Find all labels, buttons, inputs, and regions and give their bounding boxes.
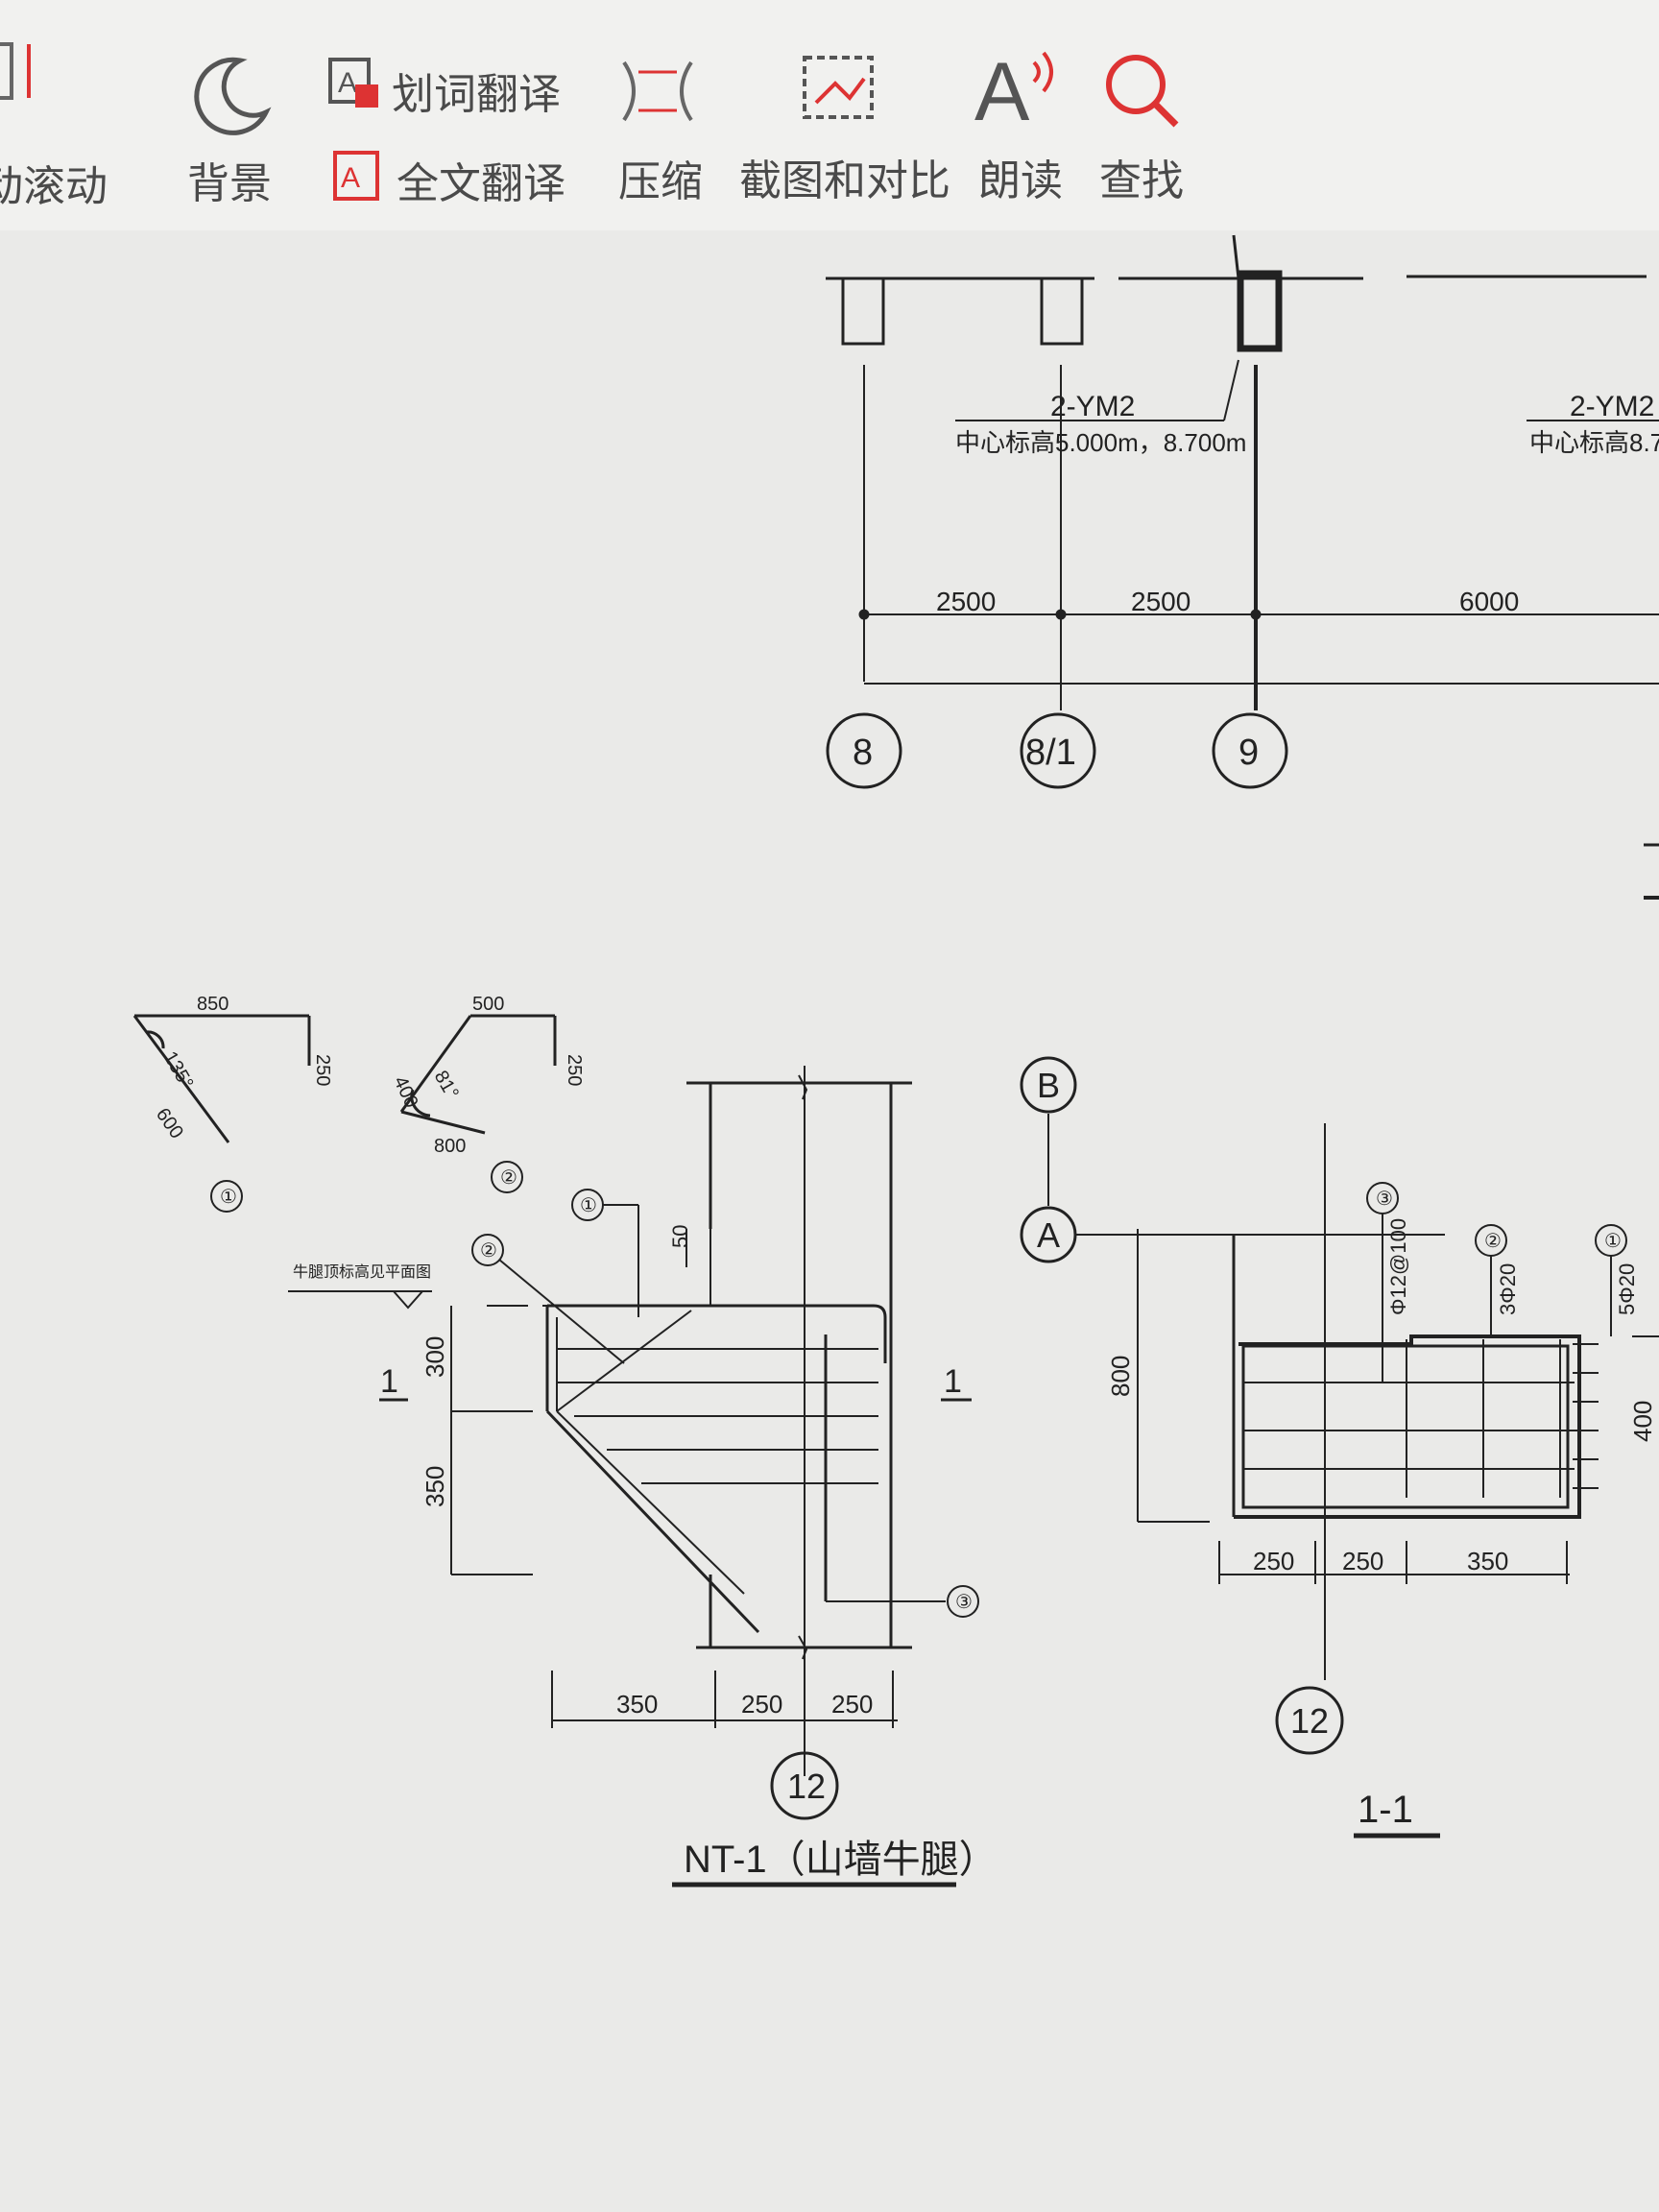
section-1-1-view [1020, 1056, 1659, 1839]
section-dim-h-250b: 250 [1342, 1547, 1383, 1575]
corbel-dim-top-50: 50 [668, 1225, 692, 1248]
find-label: 查找 [1099, 156, 1184, 205]
corbel-dim-h-250a: 250 [741, 1690, 782, 1719]
scroll-icon [0, 42, 31, 100]
scroll-label: 动滚动 [0, 162, 108, 211]
corbel-nt1-detail [288, 1066, 979, 1887]
plan-dim-1: 2500 [936, 587, 996, 616]
read-aloud-icon: A [974, 46, 1053, 130]
plan-beam-elevation-2: 中心标高8.70 [1529, 428, 1659, 457]
corbel-top-note: 牛腿顶标高见平面图 [293, 1263, 431, 1281]
moon-icon [194, 57, 272, 135]
corbel-dim-h-350: 350 [616, 1690, 658, 1719]
svg-text:A: A [974, 46, 1030, 130]
read-aloud-label: 朗读 [978, 156, 1063, 205]
section-dim-v-800: 800 [1106, 1356, 1135, 1397]
section-callout-3: ③ [1376, 1189, 1393, 1210]
word-translate-label: 划词翻译 [392, 70, 561, 119]
section-dim-h-350: 350 [1467, 1547, 1508, 1575]
plan-beam-elevation-1: 中心标高5.000m，8.700m [955, 428, 1246, 457]
compress-button[interactable]: 压缩 [614, 53, 703, 206]
bar2-a: 400 [389, 1073, 421, 1112]
screenshot-compare-label: 截图和对比 [739, 156, 950, 205]
plan-beam-label-2: 2-YM2 [1570, 391, 1654, 422]
find-button[interactable]: 查找 [1099, 48, 1186, 205]
bar1-hook: 250 [312, 1054, 333, 1086]
screenshot-icon [803, 56, 874, 119]
full-translate-label: 全文翻译 [397, 159, 565, 208]
section-dim-h-250a: 250 [1253, 1547, 1294, 1575]
toolbar: 动滚动 背景 A 划词翻译 A 全文翻译 压缩 截图和对比 A 朗读 查找 [0, 0, 1659, 231]
section-mark-left: 1 [380, 1363, 398, 1400]
plan-beam-label-1: 2-YM2 [1050, 391, 1135, 422]
corbel-callout-1: ① [580, 1195, 597, 1216]
plan-axis-9: 9 [1238, 733, 1259, 773]
corbel-dim-v-300: 300 [421, 1336, 449, 1378]
bar1-angle: 135° [159, 1048, 198, 1094]
section-axis-A: A [1037, 1215, 1060, 1255]
section-mark-right: 1 [944, 1363, 962, 1400]
plan-dim-3: 6000 [1459, 587, 1519, 616]
bar1-length: 850 [197, 994, 228, 1015]
background-label: 背景 [187, 159, 272, 208]
plan-view [826, 234, 1659, 900]
axis-bubble-12-corbel [770, 1751, 839, 1820]
bar2-angle: 81° [430, 1068, 463, 1103]
corbel-dim-v-350: 350 [421, 1466, 449, 1507]
bent-bar-2-detail [399, 1014, 557, 1193]
bar2-number: ② [500, 1167, 517, 1189]
scroll-button[interactable]: 动滚动 [0, 38, 108, 211]
read-aloud-button[interactable]: A 朗读 [974, 43, 1070, 205]
section-callout-1: ① [1604, 1231, 1622, 1252]
section-axis-B: B [1037, 1066, 1060, 1105]
bar2-length: 500 [472, 994, 504, 1015]
corbel-callout-2: ② [480, 1240, 497, 1262]
svg-text:A: A [338, 67, 357, 99]
compress-label: 压缩 [618, 157, 703, 206]
section-rebar-2-label: 3Φ20 [1496, 1263, 1520, 1315]
bar2-b: 800 [434, 1136, 466, 1157]
axis-bubble-9 [1212, 712, 1288, 789]
background-button[interactable]: 背景 [187, 53, 274, 208]
section-title: 1-1 [1358, 1789, 1413, 1831]
axis-bubble-12-section [1275, 1686, 1344, 1755]
search-icon [1106, 55, 1179, 128]
compress-icon [622, 60, 693, 122]
svg-text:A: A [341, 162, 360, 194]
corbel-callout-3: ③ [955, 1592, 973, 1613]
plan-dim-2: 2500 [1131, 587, 1190, 616]
bar1-tail: 600 [152, 1104, 187, 1142]
section-callout-2: ② [1484, 1231, 1502, 1252]
full-translate-icon: A [333, 151, 379, 201]
bar1-number: ① [220, 1187, 237, 1208]
corbel-axis-12: 12 [787, 1767, 826, 1806]
word-translate-icon: A [328, 58, 378, 108]
bent-bar-1-detail [132, 1014, 311, 1213]
axis-bubble-B [1020, 1056, 1077, 1114]
section-axis-12: 12 [1290, 1701, 1329, 1741]
axis-bubble-8 [826, 712, 902, 789]
section-dim-v-400: 400 [1628, 1401, 1657, 1442]
axis-bubble-8-1 [1020, 712, 1096, 789]
plan-axis-8: 8 [853, 733, 873, 773]
corbel-dim-h-250b: 250 [831, 1690, 873, 1719]
plan-axis-8-1: 8/1 [1025, 733, 1076, 773]
bar2-hook: 250 [564, 1054, 585, 1086]
section-stirrup-label: Φ12@100 [1386, 1218, 1410, 1315]
corbel-title: NT-1（山墙牛腿） [684, 1839, 998, 1881]
section-rebar-1-label: 5Φ20 [1615, 1263, 1639, 1315]
